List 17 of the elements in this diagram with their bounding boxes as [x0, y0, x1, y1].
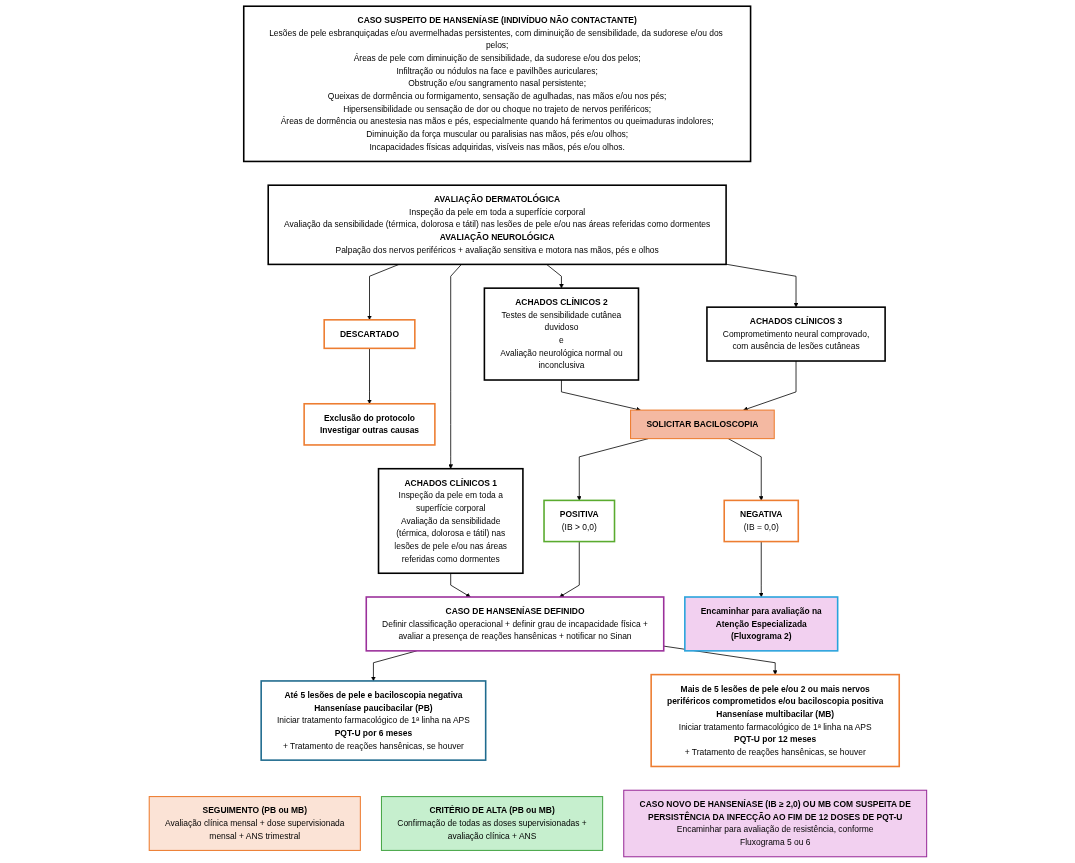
- node-box: AVALIAÇÃO DERMATOLÓGICA Inspeção da pele em toda a superfície corporal Avaliação da sensibilidade (térmica, dolorosa e tátil) nas lesões de pele e/ou nas áreas referidas como dormentes AVALIAÇÃO NEUROLÓGICA Palpação dos nervos periféricos + avaliação sensitiva e motora nas mãos, pés e olhos: [267, 184, 727, 266]
- node-box: DESCARTADO: [322, 319, 416, 350]
- node-box: SOLICITAR BACILOSCOPIA: [629, 409, 775, 440]
- node-box: Até 5 lesões de pele e baciloscopia negativa Hanseníase paucibacilar (PB) Iniciar tratamento farmacológico de 1ª linha na APS PQT-U por 6 meses + Tratamento de reações hansênicas, se houver: [259, 680, 487, 761]
- node-box: SEGUIMENTO (PB ou MB) Avaliação clínica mensal + dose supervisionada mensal + ANS trimestral: [148, 796, 361, 851]
- node-box: CASO DE HANSENÍASE DEFINIDO Definir classificação operacional + definir grau de incapacidade física + avaliar a presença de reações hansênicas + notificar no Sinan: [365, 596, 665, 652]
- node-box: ACHADOS CLÍNICOS 1 Inspeção da pele em toda a superfície corporal Avaliação da sensibilidade (térmica, dolorosa e tátil) nas lesões de pele e/ou nas áreas referidas como dormentes: [377, 467, 524, 575]
- node-box: NEGATIVA (IB = 0,0): [723, 499, 799, 543]
- node-box: CRITÉRIO DE ALTA (PB ou MB) Confirmação de todas as doses supervisionadas + avaliação clínica + ANS: [380, 796, 603, 851]
- node-box: POSITIVA (IB > 0,0): [542, 499, 615, 543]
- node-box: ACHADOS CLÍNICOS 3 Comprometimento neural comprovado, com ausência de lesões cutâneas: [705, 306, 886, 362]
- node-box: Mais de 5 lesões de pele e/ou 2 ou mais nervos periféricos comprometidos e/ou baciloscopia positiva Hanseníase multibacilar (MB) Iniciar tratamento farmacológico de 1ª linha na APS PQT-U por 12 meses + Tratamento de reações hansênicas, se houver: [649, 673, 900, 768]
- node-box: Exclusão do protocolo Investigar outras causas: [302, 402, 436, 446]
- node-box: ACHADOS CLÍNICOS 2 Testes de sensibilidade cutânea duvidoso e Avaliação neurológica normal ou inconclusiva: [483, 287, 639, 381]
- node-box: Encaminhar para avaliação na Atenção Especializada (Fluxograma 2): [683, 596, 838, 652]
- node-box: CASO NOVO DE HANSENÍASE (IB ≥ 2,0) OU MB COM SUSPEITA DE PERSISTÊNCIA DA INFECÇÃO AO FIM DE 12 DOSES DE PQT-U Encaminhar para avaliação de resistência, conforme Fluxograma 5 ou 6: [622, 789, 927, 858]
- node-box: CASO SUSPEITO DE HANSENÍASE (INDIVÍDUO NÃO CONTACTANTE) Lesões de pele esbranquiçadas e/ou avermelhadas persistentes, com diminuição de sensibilidade, da sudorese e/ou dos pelos; Áreas de pele com diminuição de sensibilidade, da sudorese e/ou dos pelos; Infiltração ou nódulos na face e pavilhões auriculares; Obstrução e/ou sangramento nasal persistente; Queixas de dormência ou formigamento, sensação de agulhadas, nas mãos e/ou nos pés; Hipersensibilidade ou sensação de dor ou choque no trajeto de nervos periféricos; Áreas de dormência ou anestesia nas mãos e pés, especialmente quando há ferimentos ou queimaduras indolores; Diminuição da força muscular ou paralisias nas mãos, pés e/ou olhos; Incapacidades físicas adquiridas, visíveis nas mãos, pés e/ou olhos.: [242, 5, 751, 163]
